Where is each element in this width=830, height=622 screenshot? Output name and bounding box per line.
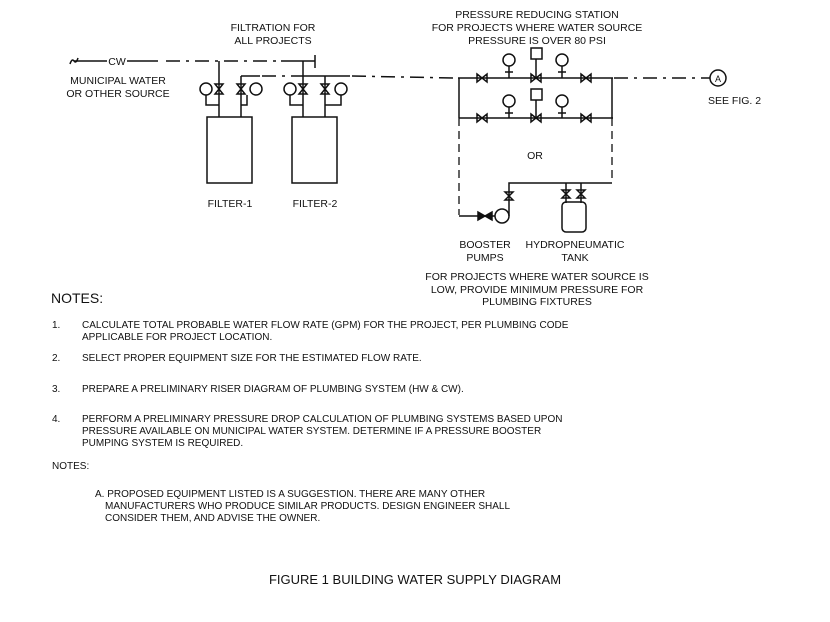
tank-label: TANK — [561, 252, 588, 264]
note-number: 1. — [52, 320, 61, 331]
pressure-gauge-icon — [555, 94, 569, 108]
note-4: 4. PERFORM A PRELIMINARY PRESSURE DROP CA… — [52, 414, 572, 450]
valve-icon — [297, 83, 309, 95]
or-label: OR — [527, 150, 543, 162]
booster-label: PUMPS — [466, 252, 503, 264]
prv-label: FOR PROJECTS WHERE WATER SOURCE — [432, 22, 643, 34]
check-valve-icon — [477, 210, 493, 222]
filtration-label: FILTRATION FOR — [231, 22, 316, 34]
valve-icon — [503, 191, 515, 201]
note-number: 4. — [52, 414, 61, 425]
connector-a-icon — [709, 69, 727, 87]
valve-icon — [213, 83, 225, 95]
valve-icon — [235, 83, 247, 95]
note-a-text: A. PROPOSED EQUIPMENT LISTED IS A SUGGES… — [95, 489, 510, 524]
filter-1-label: FILTER-1 — [208, 198, 253, 210]
source-label: MUNICIPAL WATER — [70, 75, 166, 87]
pressure-gauge-icon — [502, 53, 516, 67]
booster-label: BOOSTER — [459, 239, 511, 251]
note-3: 3. PREPARE A PRELIMINARY RISER DIAGRAM OF… — [52, 384, 572, 396]
source-label: OR OTHER SOURCE — [66, 88, 169, 100]
low-pressure-label: LOW, PROVIDE MINIMUM PRESSURE FOR — [431, 284, 644, 296]
filter-2 — [283, 61, 348, 184]
note-number: 3. — [52, 384, 61, 395]
pressure-gauge-icon — [334, 82, 348, 96]
cw-label: CW — [108, 56, 126, 68]
hydropneumatic-tank — [561, 201, 587, 233]
pressure-gauge-icon — [502, 94, 516, 108]
cw-supply-pipe — [69, 55, 456, 79]
pressure-gauge-icon — [199, 82, 213, 96]
pressure-gauge-icon — [555, 53, 569, 67]
note-text: SELECT PROPER EQUIPMENT SIZE FOR THE EST… — [82, 353, 422, 364]
pressure-gauge-icon — [249, 82, 263, 96]
pressure-reducing-station: OR — [458, 47, 613, 215]
note-text: PREPARE A PRELIMINARY RISER DIAGRAM OF P… — [82, 384, 464, 395]
filter-1 — [199, 61, 263, 184]
prv-label: PRESSURE REDUCING STATION — [455, 9, 619, 21]
valve-icon — [476, 112, 592, 124]
filter-2-label: FILTER-2 — [293, 198, 338, 210]
note-1: 1. CALCULATE TOTAL PROBABLE WATER FLOW RA… — [52, 320, 572, 344]
low-pressure-label: FOR PROJECTS WHERE WATER SOURCE IS — [425, 271, 648, 283]
connector-a-label: A — [715, 74, 721, 84]
note-text: PERFORM A PRELIMINARY PRESSURE DROP CALC… — [82, 414, 563, 449]
note-a: A. PROPOSED EQUIPMENT LISTED IS A SUGGES… — [95, 489, 565, 525]
pump-icon — [494, 208, 510, 224]
prv-actuator-icon — [530, 47, 543, 60]
prv-label: PRESSURE IS OVER 80 PSI — [468, 35, 606, 47]
booster-pump-system — [459, 182, 612, 233]
note-2: 2. SELECT PROPER EQUIPMENT SIZE FOR THE E… — [52, 353, 572, 365]
valve-icon — [319, 83, 331, 95]
tank-label: HYDROPNEUMATIC — [526, 239, 625, 251]
note-number: 2. — [52, 353, 61, 364]
notes-heading: NOTES: — [51, 290, 104, 306]
figure-caption: FIGURE 1 BUILDING WATER SUPPLY DIAGRAM — [268, 572, 562, 587]
notes-heading-2: NOTES: — [52, 461, 90, 472]
valve-icon — [476, 72, 592, 84]
low-pressure-label: PLUMBING FIXTURES — [482, 296, 592, 308]
prv-actuator-icon — [530, 88, 543, 101]
valve-icon — [560, 189, 587, 199]
note-text: CALCULATE TOTAL PROBABLE WATER FLOW RATE… — [82, 320, 569, 343]
pressure-gauge-icon — [283, 82, 297, 96]
see-fig-label: SEE FIG. 2 — [708, 95, 761, 107]
filtration-label: ALL PROJECTS — [234, 35, 311, 47]
